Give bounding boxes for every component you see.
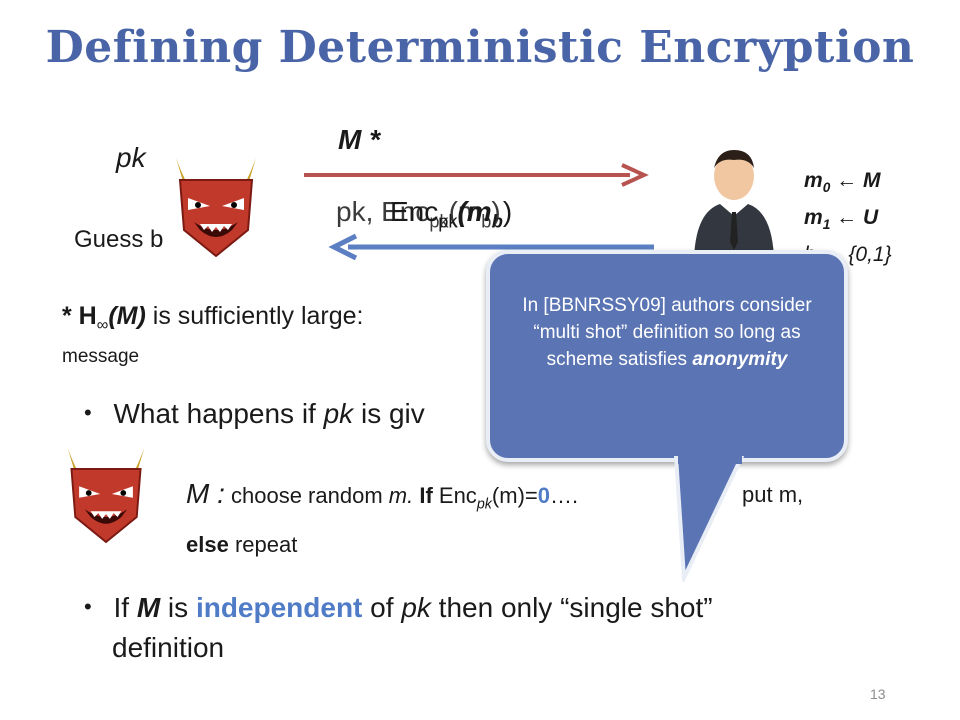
slide-title: Defining Deterministic Encryption: [45, 22, 915, 73]
bullet1-suffix: is giv: [353, 398, 425, 429]
bullet-1: • What happens if pk is giv: [84, 398, 425, 430]
bullet1-pk: pk: [323, 398, 354, 429]
enc-sub: pk: [438, 211, 458, 232]
right-arrow: [304, 163, 649, 187]
bullet2-M: M: [136, 592, 161, 623]
bullet2-of: of: [362, 592, 402, 623]
enc-b: b: [491, 211, 503, 232]
left-arrow-glyph: ←: [836, 206, 858, 230]
enc-m: (m: [457, 196, 492, 227]
adversary-line2: else repeat: [186, 532, 297, 558]
guess-b-label: Guess b: [74, 226, 164, 253]
callout-bubble: [486, 250, 848, 462]
adv-zero: 0: [537, 483, 550, 508]
adv-dots: ….: [550, 483, 579, 508]
list-item: m1 ← U: [804, 206, 879, 233]
inf-sub: ∞: [96, 316, 109, 334]
enc-text: Enc: [390, 196, 439, 227]
callout-emph: anonymity: [692, 349, 788, 370]
adv-else: else: [186, 532, 229, 557]
callout-tail: [673, 456, 745, 582]
devil-icon: [176, 158, 256, 258]
overlap-text: pk, Enc: [336, 196, 430, 227]
footnote-m: (M): [108, 302, 146, 330]
adv-text1: choose random: [224, 483, 389, 508]
left-arrow: [328, 233, 654, 261]
page-number: 13: [870, 686, 886, 702]
bullet-2-line2: definition: [112, 632, 225, 663]
left-arrow-glyph: ←: [836, 169, 858, 192]
bullet2-prefix: If: [113, 592, 137, 623]
callout-text: In [BBNRSSY09] authors consider “multi s…: [504, 292, 830, 373]
enc-close: ): [502, 196, 513, 227]
challenger-list: m0 ← M m1 ← U b ← {0,1}: [804, 166, 892, 270]
bullet2-pk: pk: [401, 592, 431, 623]
person-icon: [694, 150, 774, 258]
bullet2-is: is: [160, 592, 196, 623]
devil-icon: [67, 447, 145, 544]
bullet2-independent: independent: [195, 592, 363, 623]
footnote-text: is sufficiently large:: [145, 302, 364, 330]
adversary-line: M : choose random m. If Encpk(m)=0….: [186, 478, 578, 512]
bullet-2: • If M is independent of pk then only “s…: [84, 592, 713, 624]
callout-body: In [BBNRSSY09] authors consider “multi s…: [522, 295, 812, 370]
bullet2-rest: then only “single shot”: [430, 592, 713, 623]
adv-enc: Enc: [438, 483, 477, 508]
adv-sub: pk: [476, 496, 492, 513]
bullet1-prefix: What happens if: [113, 398, 324, 429]
adv-m: m.: [388, 483, 414, 508]
arrow-top-label: M *: [338, 124, 380, 155]
footnote-star: * H: [62, 302, 97, 330]
footnote-line2: message: [62, 346, 140, 367]
pk-label: pk: [116, 142, 146, 173]
adv-eq: (m)=: [491, 483, 538, 508]
bullet-dot: •: [84, 594, 92, 619]
list-item: m0 ← M: [804, 169, 881, 196]
arrow-bottom-label: Encpk(mb): [390, 196, 512, 233]
adv-tail: put m,: [742, 482, 804, 507]
arrow-bottom-overlap-label: pk, Encpk(mb): [336, 196, 501, 232]
adv-if: If: [413, 483, 439, 508]
adv-repeat: repeat: [228, 532, 298, 557]
bullet-dot: •: [84, 400, 92, 425]
footnote: * H∞(M) is sufficiently large:: [62, 302, 364, 335]
adv-M: M :: [186, 478, 225, 509]
